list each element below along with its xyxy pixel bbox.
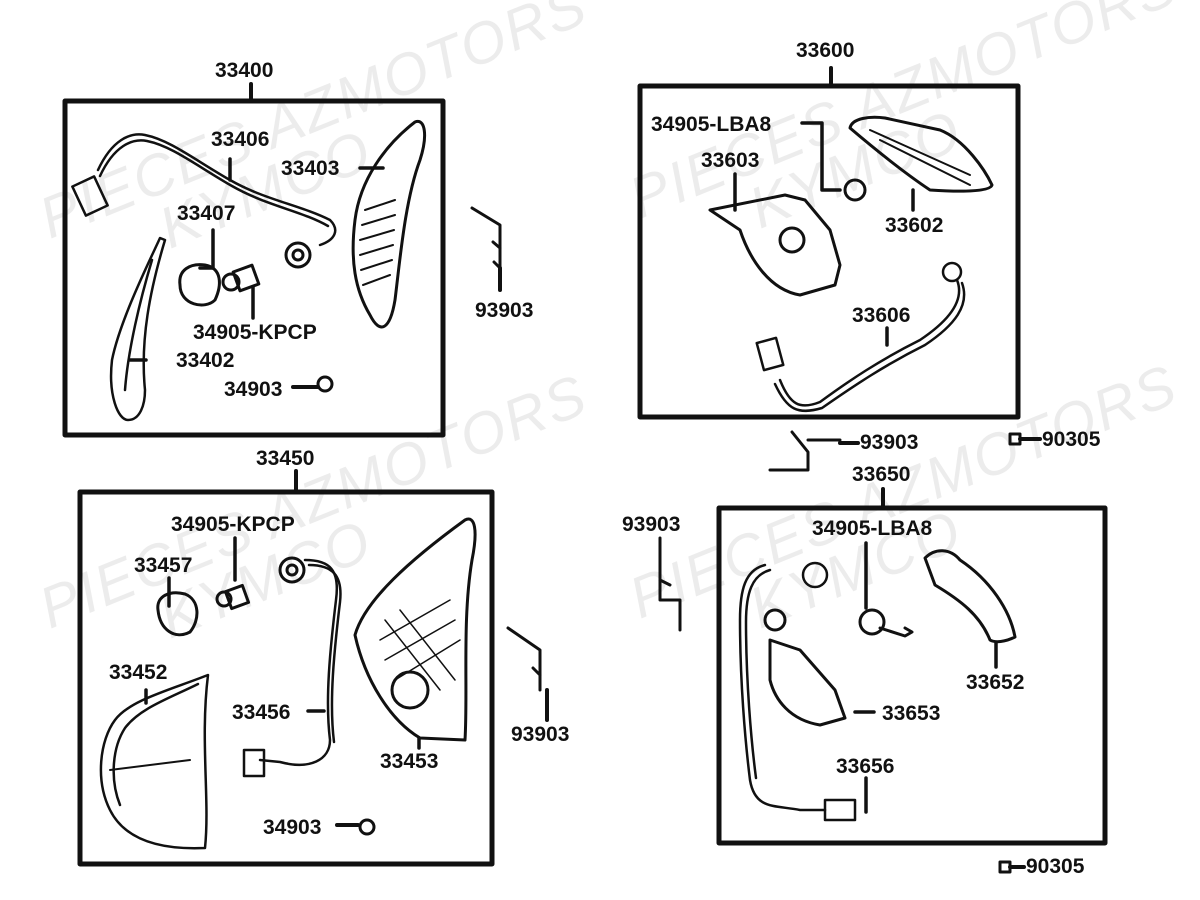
label-part-33656[interactable]: 33656: [836, 755, 895, 778]
label-assembly-33450[interactable]: 33450: [256, 447, 315, 470]
label-part-90305[interactable]: 90305: [1042, 428, 1101, 451]
assembly-box-33400: [62, 82, 446, 438]
label-part-33452[interactable]: 33452: [109, 661, 168, 684]
label-part-33453[interactable]: 33453: [380, 750, 439, 773]
bulb-34905-kpcp-2: [215, 536, 251, 611]
housing-33403: [351, 119, 427, 329]
label-part-33402[interactable]: 33402: [176, 349, 235, 372]
screw-34903-2: [335, 818, 376, 836]
wire-harness-33606: [755, 261, 966, 413]
screw-93903-set-4: [658, 536, 682, 632]
label-part-34905-lba8-2[interactable]: 34905-LBA8: [812, 517, 933, 540]
label-part-93903-3[interactable]: 93903: [511, 723, 570, 746]
label-assembly-33400[interactable]: 33400: [215, 59, 274, 82]
socket-part-2: [278, 556, 306, 584]
label-part-33603[interactable]: 33603: [701, 149, 760, 172]
clip-90305-2: [998, 860, 1026, 874]
label-part-33652[interactable]: 33652: [966, 671, 1025, 694]
lens-33652: [923, 549, 1017, 669]
lens-33452: [99, 673, 210, 850]
label-part-33457[interactable]: 33457: [134, 554, 193, 577]
assembly-box-33450: [77, 469, 495, 867]
housing-33603: [708, 172, 842, 297]
label-part-34905-kpcp[interactable]: 34905-KPCP: [193, 321, 317, 344]
label-part-93903-4[interactable]: 93903: [622, 513, 681, 536]
label-part-33406[interactable]: 33406: [211, 128, 270, 151]
label-assembly-33650[interactable]: 33650: [852, 463, 911, 486]
label-part-34905-lba8[interactable]: 34905-LBA8: [651, 113, 772, 136]
label-part-33403[interactable]: 33403: [281, 157, 340, 180]
socket-part: [284, 241, 312, 269]
label-assembly-33600[interactable]: 33600: [796, 39, 855, 62]
screw-93903-set-2: [768, 430, 860, 472]
label-part-93903-2[interactable]: 93903: [860, 431, 919, 454]
assembly-box-33600: [637, 66, 1021, 420]
lens-33402: [109, 236, 167, 422]
label-part-34903-2[interactable]: 34903: [263, 816, 322, 839]
label-part-34905-kpcp-2[interactable]: 34905-KPCP: [171, 513, 295, 536]
screw-34903: [291, 375, 334, 393]
reflector-33457: [156, 576, 199, 637]
label-part-33456[interactable]: 33456: [232, 701, 291, 724]
label-part-33602[interactable]: 33602: [885, 214, 944, 237]
bulb-34905-lba8: [800, 121, 867, 202]
label-part-34903[interactable]: 34903: [224, 378, 283, 401]
lens-33602: [848, 115, 994, 212]
wire-harness-33406: [71, 133, 337, 247]
wire-harness-33656: [738, 561, 868, 822]
bulb-34905-lba8-2: [858, 541, 914, 638]
label-part-33606[interactable]: 33606: [852, 304, 911, 327]
bulb-34905-kpcp: [221, 263, 261, 320]
screw-93903-set-3: [506, 626, 549, 722]
label-part-90305-2[interactable]: 90305: [1026, 855, 1085, 878]
assembly-box-33650: [716, 487, 1108, 846]
screw-93903-set-1: [470, 206, 502, 292]
housing-33653: [763, 608, 876, 727]
label-part-33407[interactable]: 33407: [177, 202, 236, 225]
reflector-33407: [178, 228, 221, 307]
housing-33453: [353, 517, 477, 750]
wire-harness-33456: [242, 558, 342, 778]
label-part-33653[interactable]: 33653: [882, 702, 941, 725]
clip-90305-1: [1008, 432, 1042, 446]
label-part-93903[interactable]: 93903: [475, 299, 534, 322]
